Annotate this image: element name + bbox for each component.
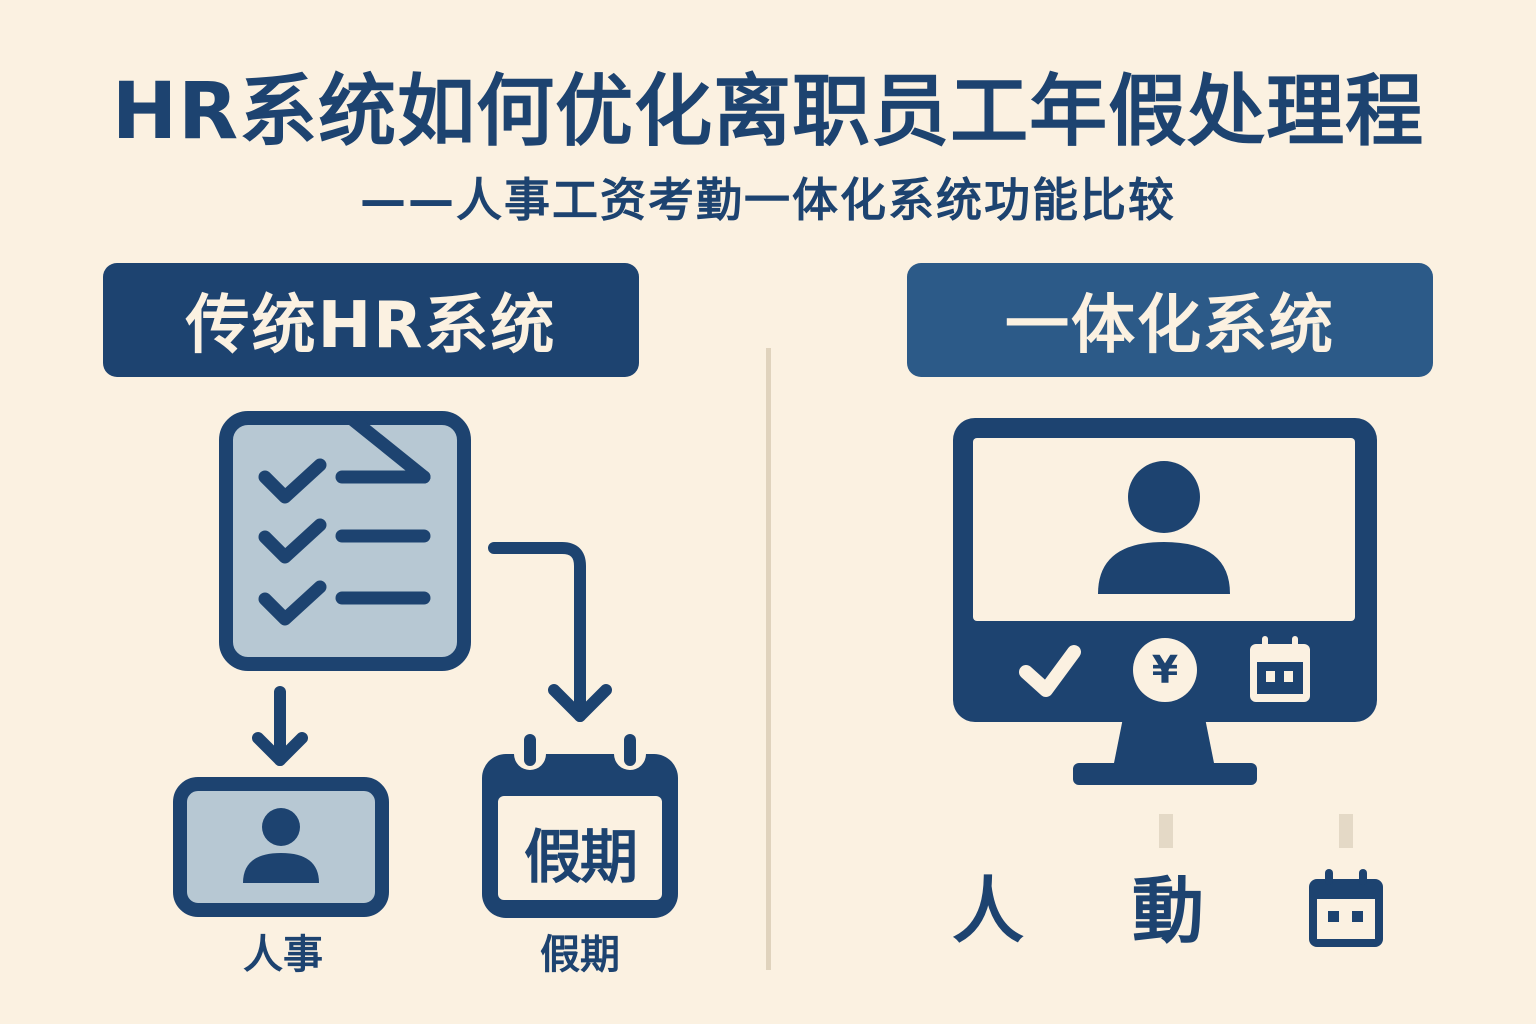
yen-icon: ¥ xyxy=(1133,638,1197,702)
yen-glyph: ¥ xyxy=(1151,648,1179,692)
integrated-system-heading-label: 一体化系统 xyxy=(1005,289,1335,363)
down-arrow-icon xyxy=(252,686,308,768)
check-icon xyxy=(1016,638,1082,698)
attendance-char-label: 動 xyxy=(1131,869,1204,953)
leave-label: 假期 xyxy=(540,932,620,978)
calendar-icon: 假期 xyxy=(480,732,680,920)
personnel-char-label: 人 xyxy=(951,869,1024,953)
page-title: HR系统如何优化离职员工年假处理程 xyxy=(111,67,1425,157)
elbow-arrow-icon xyxy=(486,538,616,728)
calendar-text: 假期 xyxy=(523,823,638,891)
integrated-system-heading: 一体化系统 xyxy=(907,263,1433,377)
bottom-calendar-icon xyxy=(1308,869,1384,949)
traditional-hr-heading: 传统HR系统 xyxy=(103,263,639,377)
checklist-icon xyxy=(219,411,471,671)
monitor-icon xyxy=(953,418,1377,786)
center-divider xyxy=(766,348,771,970)
connector-mark xyxy=(1339,814,1353,848)
page-subtitle: ——人事工资考勤一体化系统功能比较 xyxy=(360,173,1176,227)
small-calendar-icon xyxy=(1249,636,1311,702)
traditional-hr-heading-label: 传统HR系统 xyxy=(185,289,557,363)
person-icon xyxy=(1128,461,1200,533)
person-card-icon xyxy=(173,777,389,917)
personnel-label: 人事 xyxy=(243,932,323,978)
connector-mark xyxy=(1159,814,1173,848)
